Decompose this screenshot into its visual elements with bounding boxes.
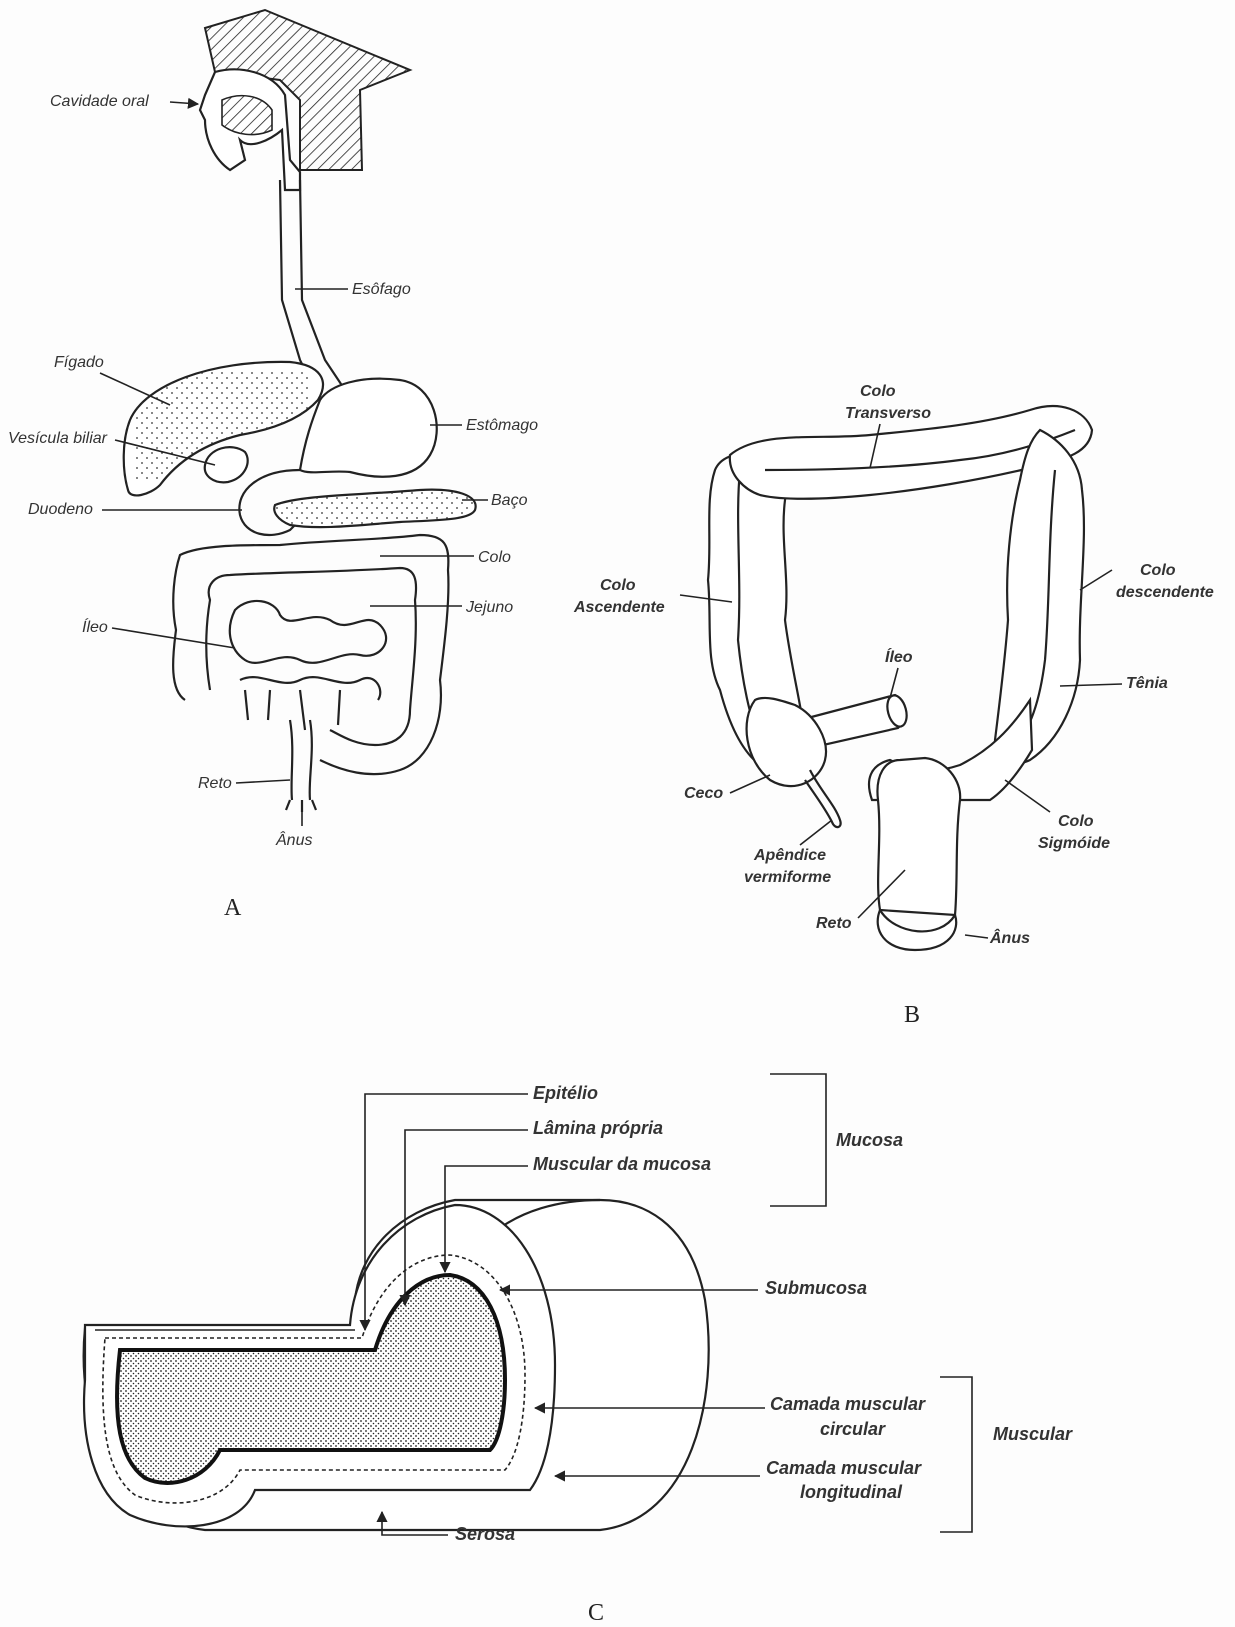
panel-letter-c: C [588,1600,604,1626]
label-anus: Ânus [275,830,312,849]
label-serosa: Serosa [455,1524,515,1544]
label-oral-cavity: Cavidade oral [50,93,149,110]
label-transverse-1: Colo [860,383,896,400]
label-ascending-2: Ascendente [573,599,665,616]
label-stomach: Estômago [466,417,538,434]
label-rectum-b: Reto [816,915,852,932]
anus-b [878,910,957,950]
bracket-muscular [940,1377,972,1532]
label-appendix-1: Apêndice [753,847,826,864]
rectum-tube [290,720,312,800]
panel-a-digestive-system [124,10,480,812]
label-muscularis-mucosae: Muscular da mucosa [533,1154,711,1174]
label-mucosa: Mucosa [836,1130,903,1150]
descending-colon [995,430,1084,763]
panel-letter-b: B [904,1002,920,1028]
label-muscular: Muscular [993,1424,1073,1444]
label-jejunum: Jejuno [465,599,513,616]
bracket-mucosa [770,1074,826,1206]
label-longitudinal-1: Camada muscular [766,1458,922,1478]
label-anus-b: Ânus [989,928,1030,947]
rectum-b [877,758,960,915]
mouth-cavity [222,96,272,135]
label-cecum: Ceco [684,785,723,802]
label-ileum-b: Íleo [885,647,913,666]
label-descending-2: descendente [1116,584,1214,601]
label-sigmoid-1: Colo [1058,813,1094,830]
label-gallbladder: Vesícula biliar [8,430,108,447]
label-ileum: Íleo [82,617,108,636]
cecum [747,698,826,786]
label-appendix-2: vermiforme [744,869,831,886]
label-liver: Fígado [54,354,104,371]
label-sigmoid-2: Sigmóide [1038,835,1110,852]
panel-letter-a: A [224,895,242,921]
label-submucosa: Submucosa [765,1278,867,1298]
label-epithelium: Epitélio [533,1083,598,1103]
label-circular-1: Camada muscular [770,1394,926,1414]
label-longitudinal-2: longitudinal [800,1482,903,1502]
label-spleen: Baço [491,492,528,509]
label-rectum: Reto [198,775,232,792]
lumen-mucosa [117,1275,505,1483]
label-descending-1: Colo [1140,562,1176,579]
label-lamina-propria: Lâmina própria [533,1118,663,1138]
label-transverse-2: Transverso [845,405,931,422]
label-colon: Colo [478,549,511,566]
label-circular-2: circular [820,1419,886,1439]
panel-c-gut-wall-layers [84,1200,709,1530]
small-intestine [230,601,386,663]
label-esophagus: Esôfago [352,281,411,298]
label-duodenum: Duodeno [28,501,93,518]
label-tenia: Tênia [1126,675,1168,692]
label-ascending-1: Colo [600,577,636,594]
